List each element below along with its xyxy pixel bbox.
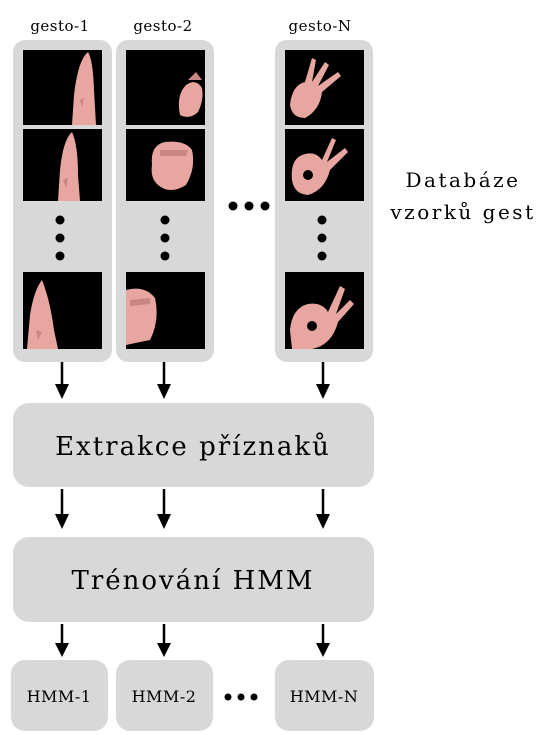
- gesture-column-1: [13, 40, 112, 362]
- gesture-column-2: [116, 40, 214, 362]
- gesture-frame: [23, 272, 102, 349]
- hand-image: [58, 132, 80, 201]
- gesture-frame: [285, 272, 364, 349]
- gesture-frame: [23, 50, 102, 125]
- arrow-down-icon: [55, 362, 69, 399]
- column-label-gesto-1: gesto-1: [30, 17, 89, 35]
- arrow-down-icon: [316, 362, 330, 399]
- ellipsis-dot: [160, 215, 170, 225]
- database-label-line-2: vzorků gest: [389, 200, 535, 224]
- arrow-down-icon: [157, 624, 171, 657]
- hand-image: [290, 58, 341, 118]
- hand-image: [291, 138, 348, 195]
- ellipsis-dot: [228, 201, 238, 211]
- hmm-training-label: Trénování HMM: [72, 566, 315, 596]
- gesture-frame: [285, 129, 364, 201]
- gesture-frame: [285, 50, 364, 125]
- hmm-model-box-1: [11, 660, 108, 731]
- gesture-frame: [126, 272, 205, 349]
- ellipsis-dot: [250, 693, 258, 701]
- ellipsis-dot: [260, 201, 270, 211]
- ellipsis-dot: [55, 215, 65, 225]
- hmm-model-box-N: [275, 660, 374, 731]
- arrow-down-icon: [55, 624, 69, 657]
- database-label-line-1: Databáze: [405, 168, 520, 192]
- ellipsis-dot: [160, 251, 170, 261]
- gesture-frame: [23, 129, 102, 201]
- gesture-column-N: [275, 40, 373, 362]
- column-label-gesto-2: gesto-2: [133, 17, 192, 35]
- hand-image: [72, 52, 96, 125]
- hand-image: [27, 280, 58, 349]
- arrow-down-icon: [316, 624, 330, 657]
- hmm-model-box-2: [116, 660, 213, 731]
- hmm-model-label-2: HMM-2: [132, 687, 197, 706]
- ellipsis-dot: [317, 251, 327, 261]
- hmm-model-label-1: HMM-1: [27, 687, 92, 706]
- ellipsis-dot: [224, 693, 232, 701]
- column-label-gesto-N: gesto-N: [289, 17, 352, 35]
- hand-image: [178, 82, 203, 117]
- ellipsis-dot: [317, 233, 327, 243]
- arrow-down-icon: [157, 362, 171, 399]
- gesture-frame: [126, 129, 205, 201]
- ellipsis-dot: [160, 233, 170, 243]
- feature-extraction-label: Extrakce příznaků: [55, 432, 331, 462]
- feature-extraction-box: [13, 403, 374, 487]
- hand-image: [151, 141, 194, 190]
- hmm-model-label-N: HMM-N: [290, 687, 359, 706]
- hmm-training-box: [13, 537, 374, 622]
- arrow-down-icon: [316, 489, 330, 529]
- ellipsis-dot: [55, 233, 65, 243]
- ellipsis-dot: [55, 251, 65, 261]
- ellipsis-dot: [317, 215, 327, 225]
- ellipsis-dot: [244, 201, 254, 211]
- hand-image: [290, 286, 354, 349]
- gesture-frame: [126, 50, 205, 125]
- arrow-down-icon: [157, 489, 171, 529]
- ellipsis-dot: [237, 693, 245, 701]
- arrow-down-icon: [55, 489, 69, 529]
